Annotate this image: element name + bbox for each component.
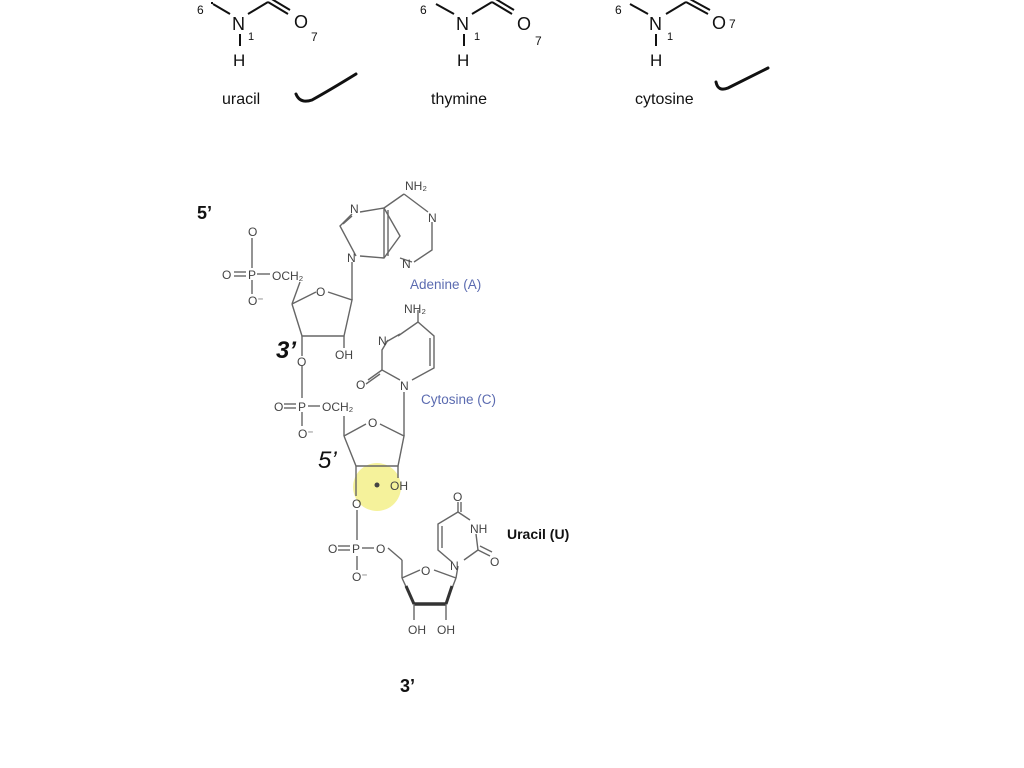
five-prime-end-label: 5’: [197, 203, 212, 223]
cytosine-base-label: Cytosine (C): [421, 392, 496, 407]
cytosine-nh2: NH₂: [404, 302, 426, 316]
uracil-o4: O: [453, 490, 462, 504]
cytosine-o7-index: 7: [729, 17, 736, 31]
uracil-nh: NH: [470, 522, 487, 536]
p1-o-double: O: [222, 268, 231, 282]
sugar2-o3: O: [352, 497, 361, 511]
uracil-n1-index: 1: [248, 31, 254, 43]
uracil-n1: N: [450, 559, 459, 573]
p3-o-double: O: [328, 542, 337, 556]
p1-och2: OCH₂: [272, 269, 304, 283]
p1-o-minus: O⁻: [248, 294, 264, 308]
cytosine-fragment: [629, 0, 711, 46]
p3-o-link: O: [376, 542, 385, 556]
sugar3-oh-2: OH: [408, 623, 426, 637]
thymine-h: H: [457, 51, 469, 70]
handwritten-5prime-annotation: 5’: [318, 447, 337, 474]
uracil-label: uracil: [222, 91, 260, 108]
adenine-n3: N: [402, 257, 411, 271]
p2-och2: OCH₂: [322, 400, 354, 414]
cytosine-pos6: 6: [615, 3, 622, 17]
p3-o-minus: O⁻: [352, 570, 368, 584]
thymine-label: thymine: [431, 91, 487, 108]
sugar1-ring-o: O: [316, 285, 325, 299]
p1-p: P: [248, 268, 256, 282]
adenine-label: Adenine (A): [410, 277, 481, 292]
thymine-o7: O: [517, 14, 531, 34]
adenine-nh2: NH₂: [405, 179, 427, 193]
bonds: [234, 193, 493, 620]
uracil-h: H: [233, 51, 245, 70]
three-prime-end-label: 3’: [400, 676, 415, 696]
cursor-dot: [374, 482, 380, 488]
uracil-o2: O: [490, 555, 499, 569]
p2-o-minus: O⁻: [298, 427, 314, 441]
thymine-pos6: 6: [420, 3, 427, 17]
handwritten-3prime-annotation: 3’: [276, 337, 296, 364]
cytosine-h: H: [650, 51, 662, 70]
sugar1-oh: OH: [335, 348, 353, 362]
cytosine-n1: N: [649, 14, 662, 34]
uracil-o7: O: [294, 12, 308, 32]
sugar2-ring-o: O: [368, 416, 377, 430]
cytosine-n3: N: [378, 334, 387, 348]
sugar1-o3: O: [297, 355, 306, 369]
p2-p: P: [298, 400, 306, 414]
uracil-n1: N: [232, 14, 245, 34]
cytosine-n1-index: 1: [667, 31, 673, 43]
p2-o-double: O: [274, 400, 283, 414]
sugar3-ring-o: O: [421, 564, 430, 578]
uracil-base-label: Uracil (U): [507, 526, 569, 542]
sugar3-oh-3: OH: [437, 623, 455, 637]
adenine-n9: N: [347, 251, 356, 265]
sugar2-oh: OH: [390, 479, 408, 493]
p1-o-top: O: [248, 225, 257, 239]
uracil-checkmark-icon: [294, 72, 358, 103]
thymine-fragment: [435, 0, 515, 46]
adenine-n1: N: [428, 211, 437, 225]
uracil-o7-index: 7: [311, 30, 318, 44]
cytosine-o2: O: [356, 378, 365, 392]
uracil-fragment: [211, 0, 291, 46]
cytosine-checkmark-icon: [714, 66, 770, 91]
thymine-o7-index: 7: [535, 34, 542, 48]
thymine-n1: N: [456, 14, 469, 34]
adenine-n7: N: [350, 202, 359, 216]
cytosine-label: cytosine: [635, 91, 694, 108]
p3-p: P: [352, 542, 360, 556]
uracil-pos6: 6: [197, 3, 204, 17]
cytosine-o7: O: [712, 13, 726, 33]
cytosine-n1: N: [400, 379, 409, 393]
thymine-n1-index: 1: [474, 31, 480, 43]
